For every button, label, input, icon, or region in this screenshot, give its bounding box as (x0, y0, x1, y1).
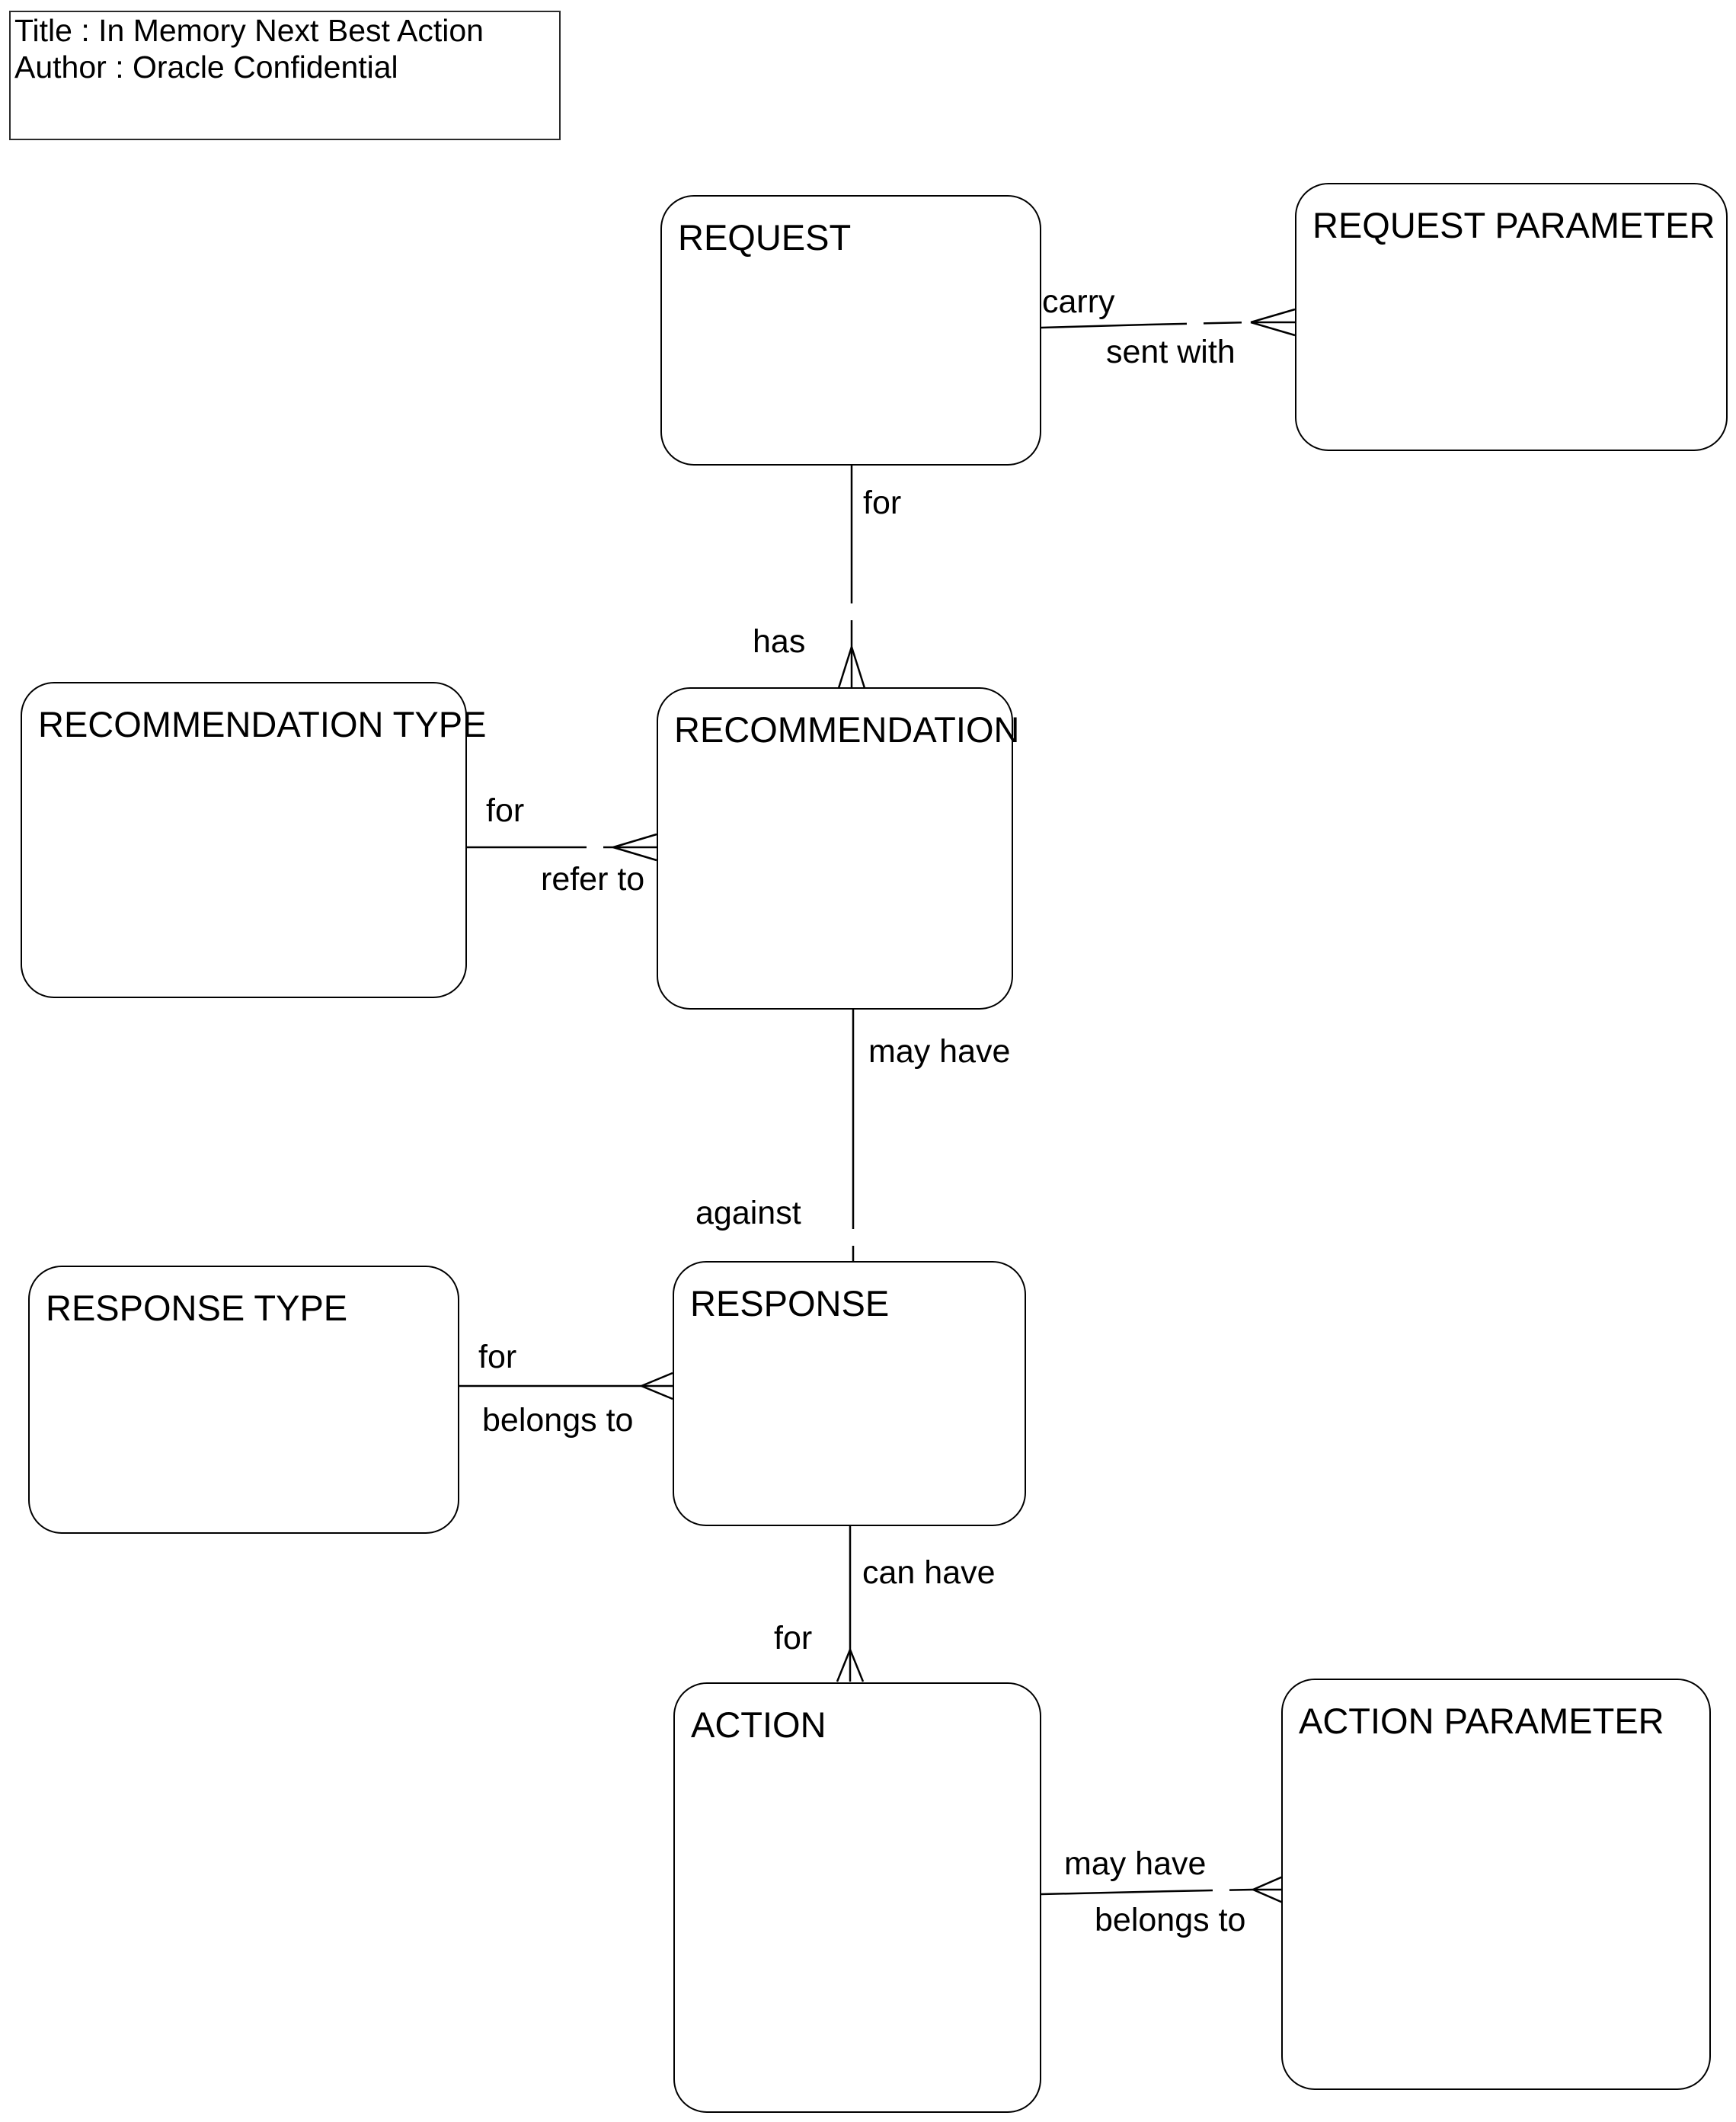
entity-recommendation-type-label: RECOMMENDATION TYPE (38, 704, 487, 744)
crows-foot-recommendation-left-icon (612, 833, 657, 862)
entity-response-label: RESPONSE (690, 1283, 890, 1323)
entity-request-parameter-label: REQUEST PARAMETER (1312, 205, 1715, 245)
diagram-title-text: Title : In Memory Next Best Action (14, 13, 484, 48)
diagram-author-text: Author : Oracle Confidential (14, 50, 398, 85)
entity-response-type[interactable]: RESPONSE TYPE (28, 1266, 459, 1534)
entity-recommendation-label: RECOMMENDATION (674, 709, 1020, 750)
rel-label-belongs-to-action: belongs to (1095, 1902, 1246, 1939)
entity-action[interactable]: ACTION (673, 1682, 1041, 2113)
crows-foot-action-icon (836, 1649, 865, 1682)
entity-response-type-label: RESPONSE TYPE (46, 1288, 348, 1328)
entity-action-parameter-label: ACTION PARAMETER (1299, 1701, 1664, 1741)
rel-label-may-have-action: may have (1064, 1845, 1207, 1883)
relationship-response-type-response-line (459, 1371, 673, 1400)
rel-label-for-recommendation-type: for (486, 792, 525, 830)
rel-label-for-request: for (863, 485, 902, 522)
entity-request-parameter[interactable]: REQUEST PARAMETER (1295, 183, 1728, 451)
rel-label-has: has (753, 623, 806, 661)
relationship-recommendation-type-recommendation-line (467, 833, 657, 862)
relationship-response-action-line (836, 1526, 865, 1682)
entity-request-label: REQUEST (678, 217, 852, 258)
entity-request[interactable]: REQUEST (660, 195, 1041, 466)
entity-response[interactable]: RESPONSE (673, 1261, 1026, 1526)
rel-label-carry: carry (1042, 283, 1115, 321)
rel-label-for-action: for (774, 1620, 813, 1657)
entity-recommendation[interactable]: RECOMMENDATION (657, 687, 1020, 1010)
entity-action-parameter[interactable]: ACTION PARAMETER (1281, 1679, 1711, 2090)
rel-label-refer-to: refer to (541, 861, 645, 898)
crows-foot-action-parameter-icon (1252, 1875, 1284, 1904)
crows-foot-request-parameter-icon (1250, 308, 1296, 337)
crows-foot-response-left-icon (641, 1371, 673, 1400)
rel-label-belongs-to-response: belongs to (482, 1402, 634, 1439)
rel-label-for-response-type: for (478, 1339, 517, 1376)
rel-label-sent-with: sent with (1106, 334, 1236, 371)
diagram-title-block: Title : In Memory Next Best Action Autho… (9, 11, 561, 140)
relationship-request-recommendation-line (837, 466, 866, 689)
rel-label-can-have: can have (862, 1554, 996, 1592)
entity-action-label: ACTION (691, 1704, 826, 1745)
entity-recommendation-type[interactable]: RECOMMENDATION TYPE (21, 682, 487, 998)
rel-label-may-have-recommendation: may have (868, 1033, 1011, 1071)
rel-label-against: against (695, 1195, 801, 1232)
crows-foot-recommendation-icon (837, 646, 866, 689)
